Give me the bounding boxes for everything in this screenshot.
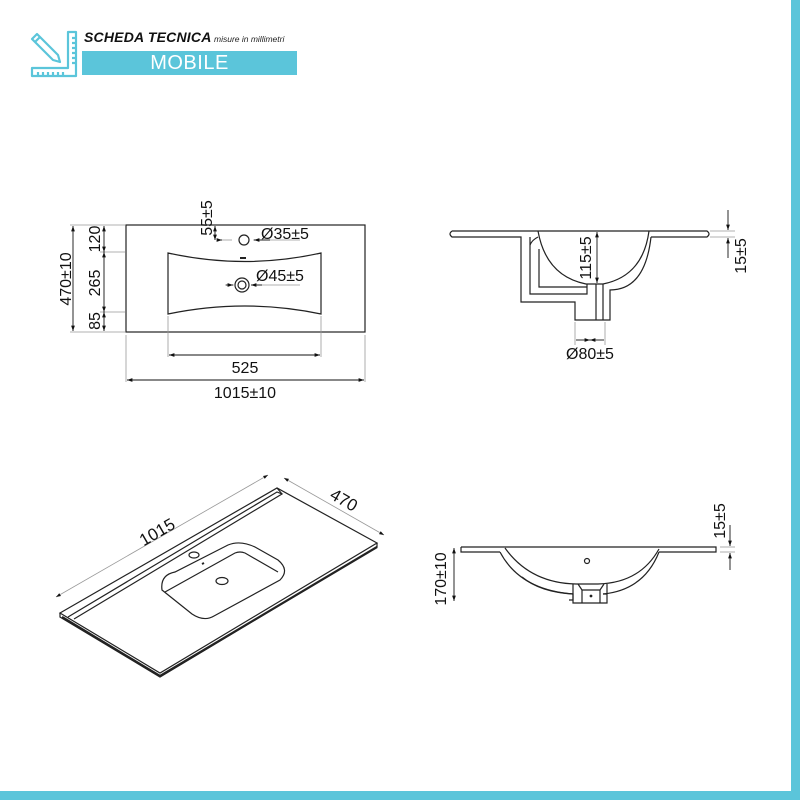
- category-banner: MOBILE: [82, 51, 297, 75]
- front-view: [452, 525, 735, 604]
- dim-top-thickness-front: 15±5: [712, 503, 729, 539]
- drain-hole-inner: [237, 280, 247, 290]
- dim-rear-margin: 120: [87, 226, 104, 253]
- dim-total-height: 170±10: [433, 552, 450, 605]
- frame-border-bottom: [0, 791, 800, 800]
- top-view: [70, 224, 366, 382]
- drain-hole-outer: [234, 277, 250, 293]
- units-note: misure in millimetri: [214, 34, 285, 44]
- faucet-hole: [238, 234, 250, 246]
- sheet-title: SCHEDA TECNICA: [84, 29, 212, 45]
- dim-basin-depth-section: 115±5: [578, 236, 595, 279]
- dim-front-margin: 85: [87, 312, 104, 330]
- dim-iso-depth: 470: [327, 485, 361, 516]
- dim-overall-depth: 470±10: [58, 252, 75, 305]
- isometric-view: [55, 474, 385, 678]
- dim-iso-length: 1015: [136, 515, 178, 550]
- dim-basin-depth: 265: [87, 270, 104, 297]
- frame-border-right: [791, 0, 800, 800]
- dim-top-thickness-section: 15±5: [733, 238, 750, 274]
- ruler-pencil-icon: [30, 30, 78, 78]
- dim-faucet-offset: 55±5: [199, 200, 216, 236]
- dim-basin-width: 525: [232, 360, 259, 377]
- side-section-labels: 115±5 15±5 Ø80±5: [566, 236, 750, 363]
- dim-faucet-hole: Ø35±5: [261, 226, 309, 243]
- basin-outline: [167, 252, 322, 315]
- dim-drain-diameter: Ø80±5: [566, 346, 614, 363]
- dim-overall-width: 1015±10: [214, 385, 276, 402]
- top-view-labels: 470±10 120 265 85 55±5 Ø35±5 Ø45±5 525 1…: [58, 200, 309, 402]
- front-view-labels: 170±10 15±5: [433, 503, 729, 605]
- countertop-outline: [125, 224, 366, 333]
- side-section-view: [449, 210, 735, 345]
- isometric-labels: 1015 470: [136, 485, 361, 550]
- dim-drain-hole: Ø45±5: [256, 268, 304, 285]
